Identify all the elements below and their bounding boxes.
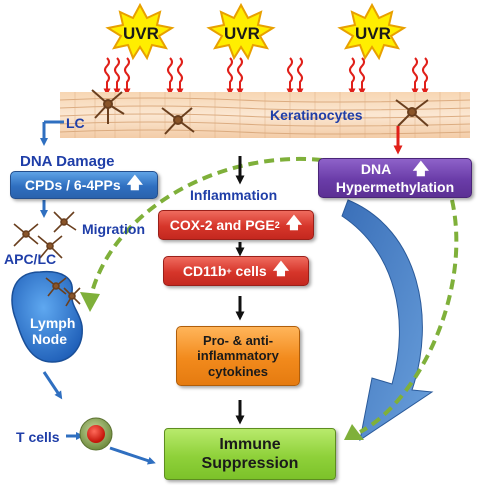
cd11b-increase-icon: 🡅 — [272, 260, 290, 278]
inflammation-label: Inflammation — [190, 187, 278, 203]
cytokines-line1: Pro- & anti- — [202, 332, 274, 348]
skin-layer — [59, 92, 471, 138]
cd11b-box-label: CD11b — [182, 263, 227, 279]
dna-hypermethylation-line2: Hypermethylation — [335, 179, 455, 196]
cox2-box-label: COX-2 and PGE — [169, 217, 275, 233]
t-cell — [79, 417, 113, 451]
lymph-node-label-line1: Lymph — [30, 315, 76, 331]
uvr-star-2 — [206, 2, 276, 61]
uvr-star-3 — [337, 2, 407, 61]
uvr-star-1 — [105, 2, 175, 61]
langerhans-cell-1 — [91, 89, 125, 124]
immune-suppression-box: Immune Suppression — [164, 428, 336, 480]
uvr-label-1: UVR — [123, 24, 159, 43]
lymph-to-tcell-arrow — [42, 371, 63, 400]
cpds-box-label: CPDs / 6-4PPs — [24, 177, 121, 193]
apc-lc-label: APC/LC — [4, 251, 57, 267]
cpds-increase-icon: 🡅 — [126, 174, 144, 192]
hypermethylation-increase-icon: 🡅 — [412, 160, 430, 178]
uv-rays — [103, 57, 429, 96]
cox2-subscript: 2 — [274, 220, 280, 230]
cox2-increase-icon: 🡅 — [285, 214, 303, 232]
uvr-label-3: UVR — [355, 24, 391, 43]
cytokines-line2: inflammatory — [197, 348, 279, 364]
langerhans-cell-3 — [395, 99, 429, 127]
dashed-green-arc-right — [359, 199, 459, 434]
cytokines-line3: cytokines — [208, 363, 268, 379]
apc-lc-cluster — [13, 211, 77, 259]
dashed-green-arc-left-head — [80, 292, 100, 312]
migration-label: Migration — [82, 221, 145, 237]
immune-suppression-line1: Immune — [219, 435, 281, 453]
tcell-to-suppression-arrow — [109, 446, 156, 465]
dna-damage-label: DNA Damage — [20, 153, 115, 170]
lymph-node — [11, 270, 83, 363]
langerhans-cell-2 — [161, 107, 195, 135]
cd11b-superscript: + — [226, 266, 232, 276]
lc-label: LC — [66, 115, 85, 131]
lymph-node-label-line2: Node — [32, 331, 67, 347]
immune-suppression-line2: Suppression — [201, 455, 299, 472]
t-cells-label: T cells — [16, 429, 60, 445]
dna-hypermethylation-line1: DNA 🡅 — [360, 160, 430, 178]
dashed-green-arc-right-head — [344, 424, 364, 440]
hypermethylation-curved-arrow — [341, 199, 434, 442]
uvr-label-2: UVR — [224, 24, 260, 43]
keratinocytes-label: Keratinocytes — [270, 107, 363, 123]
cpds-box: CPDs / 6-4PPs 🡅 — [10, 171, 158, 199]
dashed-green-arc-left — [88, 156, 323, 301]
dna-hypermethylation-box: DNA 🡅 Hypermethylation — [318, 158, 472, 198]
cytokines-box: Pro- & anti- inflammatory cytokines — [176, 326, 300, 386]
cd11b-box-suffix: cells — [231, 263, 267, 279]
cd11b-box: CD11b+ cells 🡅 — [163, 256, 309, 286]
